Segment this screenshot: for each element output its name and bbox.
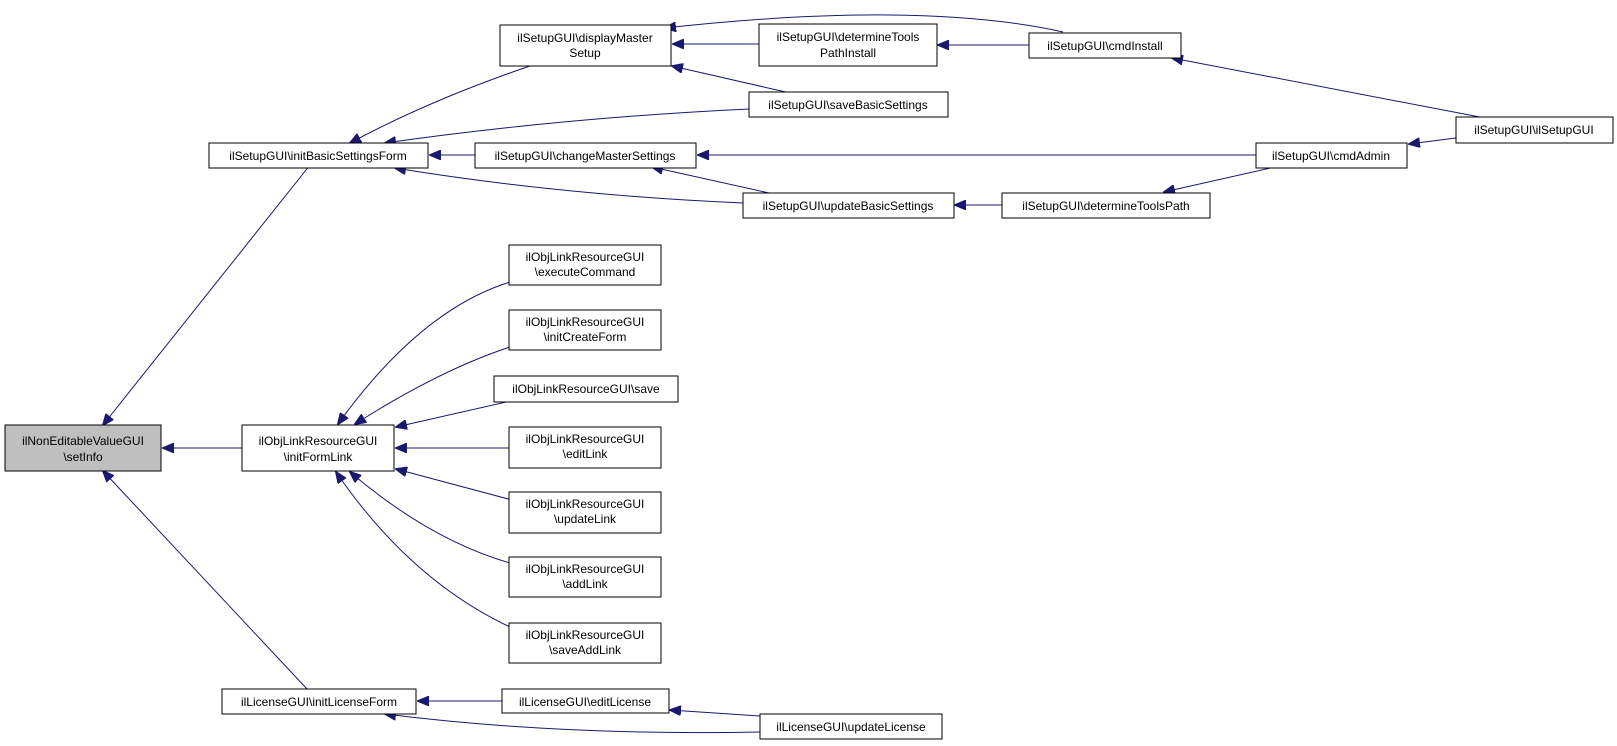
node-save-add-link-line-1: ilObjLinkResourceGUI xyxy=(526,628,645,642)
edge-updateBasic-to-initBasic xyxy=(395,168,744,204)
node-edit-link-line-2: \editLink xyxy=(563,447,609,461)
node-init-create-form-line-1: ilObjLinkResourceGUI xyxy=(526,315,645,329)
edge-addLink-to-initFormLink xyxy=(350,472,511,564)
node-il-setup-gui-label: ilSetupGUI\ilSetupGUI xyxy=(1474,123,1593,137)
node-execute-command-line-1: ilObjLinkResourceGUI xyxy=(526,250,645,264)
node-init-basic-settings-form-label: ilSetupGUI\initBasicSettingsForm xyxy=(229,149,406,163)
node-edit-link[interactable]: ilObjLinkResourceGUI \editLink xyxy=(508,426,662,469)
node-cmd-admin[interactable]: ilSetupGUI\cmdAdmin xyxy=(1255,142,1408,169)
edge-cmdInstall-to-displayMaster xyxy=(665,14,1064,33)
node-save[interactable]: ilObjLinkResourceGUI\save xyxy=(493,375,679,403)
node-execute-command[interactable]: ilObjLinkResourceGUI \executeCommand xyxy=(508,244,662,286)
node-edit-license[interactable]: ilLicenseGUI\editLicense xyxy=(501,688,670,714)
node-setinfo-line-2: \setInfo xyxy=(63,450,103,464)
node-setinfo[interactable]: ilNonEditableValueGUI \setInfo xyxy=(4,424,162,472)
node-layer: ilNonEditableValueGUI \setInfo ilSetupGU… xyxy=(4,23,1614,740)
node-add-link-line-2: \addLink xyxy=(562,577,608,591)
node-save-basic-settings-label: ilSetupGUI\saveBasicSettings xyxy=(768,98,927,112)
edge-updateLicense-to-editLicense xyxy=(670,710,775,718)
edge-saveAddLink-to-initFormLink xyxy=(336,472,511,628)
edge-layer xyxy=(103,14,1486,734)
node-change-master-settings[interactable]: ilSetupGUI\changeMasterSettings xyxy=(474,142,697,169)
node-determine-tools-path-install[interactable]: ilSetupGUI\determineTools PathInstall xyxy=(758,23,938,67)
node-cmd-admin-label: ilSetupGUI\cmdAdmin xyxy=(1272,149,1390,163)
node-cmd-install-label: ilSetupGUI\cmdInstall xyxy=(1047,39,1162,53)
edge-ilSetupGUI-to-cmdInstall xyxy=(1172,58,1486,119)
node-init-form-link[interactable]: ilObjLinkResourceGUI \initFormLink xyxy=(241,424,395,472)
edge-saveBasic-to-initBasic xyxy=(385,108,750,143)
node-determine-tools-path[interactable]: ilSetupGUI\determineToolsPath xyxy=(1001,192,1211,219)
node-add-link[interactable]: ilObjLinkResourceGUI \addLink xyxy=(508,556,662,598)
node-display-master-setup-line-2: Setup xyxy=(569,46,601,60)
node-change-master-settings-label: ilSetupGUI\changeMasterSettings xyxy=(495,149,676,163)
node-edit-link-line-1: ilObjLinkResourceGUI xyxy=(526,432,645,446)
edge-cmdAdmin-to-determinePath xyxy=(1164,166,1276,192)
edge-updateLink-to-initFormLink xyxy=(396,469,513,501)
node-determine-tools-path-install-line-1: ilSetupGUI\determineTools xyxy=(777,30,920,44)
node-update-basic-settings-label: ilSetupGUI\updateBasicSettings xyxy=(763,199,934,213)
node-init-license-form[interactable]: ilLicenseGUI\initLicenseForm xyxy=(221,688,417,715)
node-display-master-setup[interactable]: ilSetupGUI\displayMaster Setup xyxy=(499,24,672,67)
node-setinfo-line-1: ilNonEditableValueGUI xyxy=(22,434,144,448)
node-edit-license-label: ilLicenseGUI\editLicense xyxy=(519,695,651,709)
node-add-link-line-1: ilObjLinkResourceGUI xyxy=(526,562,645,576)
node-update-basic-settings[interactable]: ilSetupGUI\updateBasicSettings xyxy=(742,192,955,219)
edge-initCreateForm-to-initFormLink xyxy=(355,346,511,424)
edge-save-to-initFormLink xyxy=(396,399,516,427)
node-update-link[interactable]: ilObjLinkResourceGUI \updateLink xyxy=(508,491,662,534)
edge-initLicense-to-root xyxy=(103,471,308,690)
node-il-setup-gui[interactable]: ilSetupGUI\ilSetupGUI xyxy=(1455,116,1614,144)
node-display-master-setup-line-1: ilSetupGUI\displayMaster xyxy=(517,31,652,45)
node-init-basic-settings-form[interactable]: ilSetupGUI\initBasicSettingsForm xyxy=(208,142,429,169)
node-init-license-form-label: ilLicenseGUI\initLicenseForm xyxy=(241,695,397,709)
edge-ilSetupGUI-to-cmdAdmin xyxy=(1409,137,1457,144)
node-update-license[interactable]: ilLicenseGUI\updateLicense xyxy=(759,713,943,740)
node-save-add-link-line-2: \saveAddLink xyxy=(549,643,622,657)
edge-initBasic-to-root xyxy=(103,164,311,425)
node-determine-tools-path-install-line-2: PathInstall xyxy=(820,46,876,60)
node-save-label: ilObjLinkResourceGUI\save xyxy=(512,382,660,396)
edge-updateBasic-to-changeMaster xyxy=(652,167,770,194)
node-init-create-form-line-2: \initCreateForm xyxy=(544,330,627,344)
node-update-license-label: ilLicenseGUI\updateLicense xyxy=(776,720,926,734)
edge-displayMaster-to-initBasic xyxy=(350,65,531,143)
node-init-form-link-line-2: \initFormLink xyxy=(284,450,354,464)
node-update-link-line-1: ilObjLinkResourceGUI xyxy=(526,497,645,511)
node-init-create-form[interactable]: ilObjLinkResourceGUI \initCreateForm xyxy=(508,309,662,351)
edge-saveBasic-to-displayMaster xyxy=(672,66,791,94)
node-determine-tools-path-label: ilSetupGUI\determineToolsPath xyxy=(1022,199,1189,213)
edge-updateLicense-to-initLicense xyxy=(385,714,761,734)
node-cmd-install[interactable]: ilSetupGUI\cmdInstall xyxy=(1028,32,1182,59)
node-save-basic-settings[interactable]: ilSetupGUI\saveBasicSettings xyxy=(748,91,949,118)
node-save-add-link[interactable]: ilObjLinkResourceGUI \saveAddLink xyxy=(508,622,662,664)
node-init-form-link-line-1: ilObjLinkResourceGUI xyxy=(259,434,378,448)
node-execute-command-line-2: \executeCommand xyxy=(535,265,636,279)
node-update-link-line-2: \updateLink xyxy=(554,512,617,526)
edge-executeCommand-to-initFormLink xyxy=(338,281,511,424)
